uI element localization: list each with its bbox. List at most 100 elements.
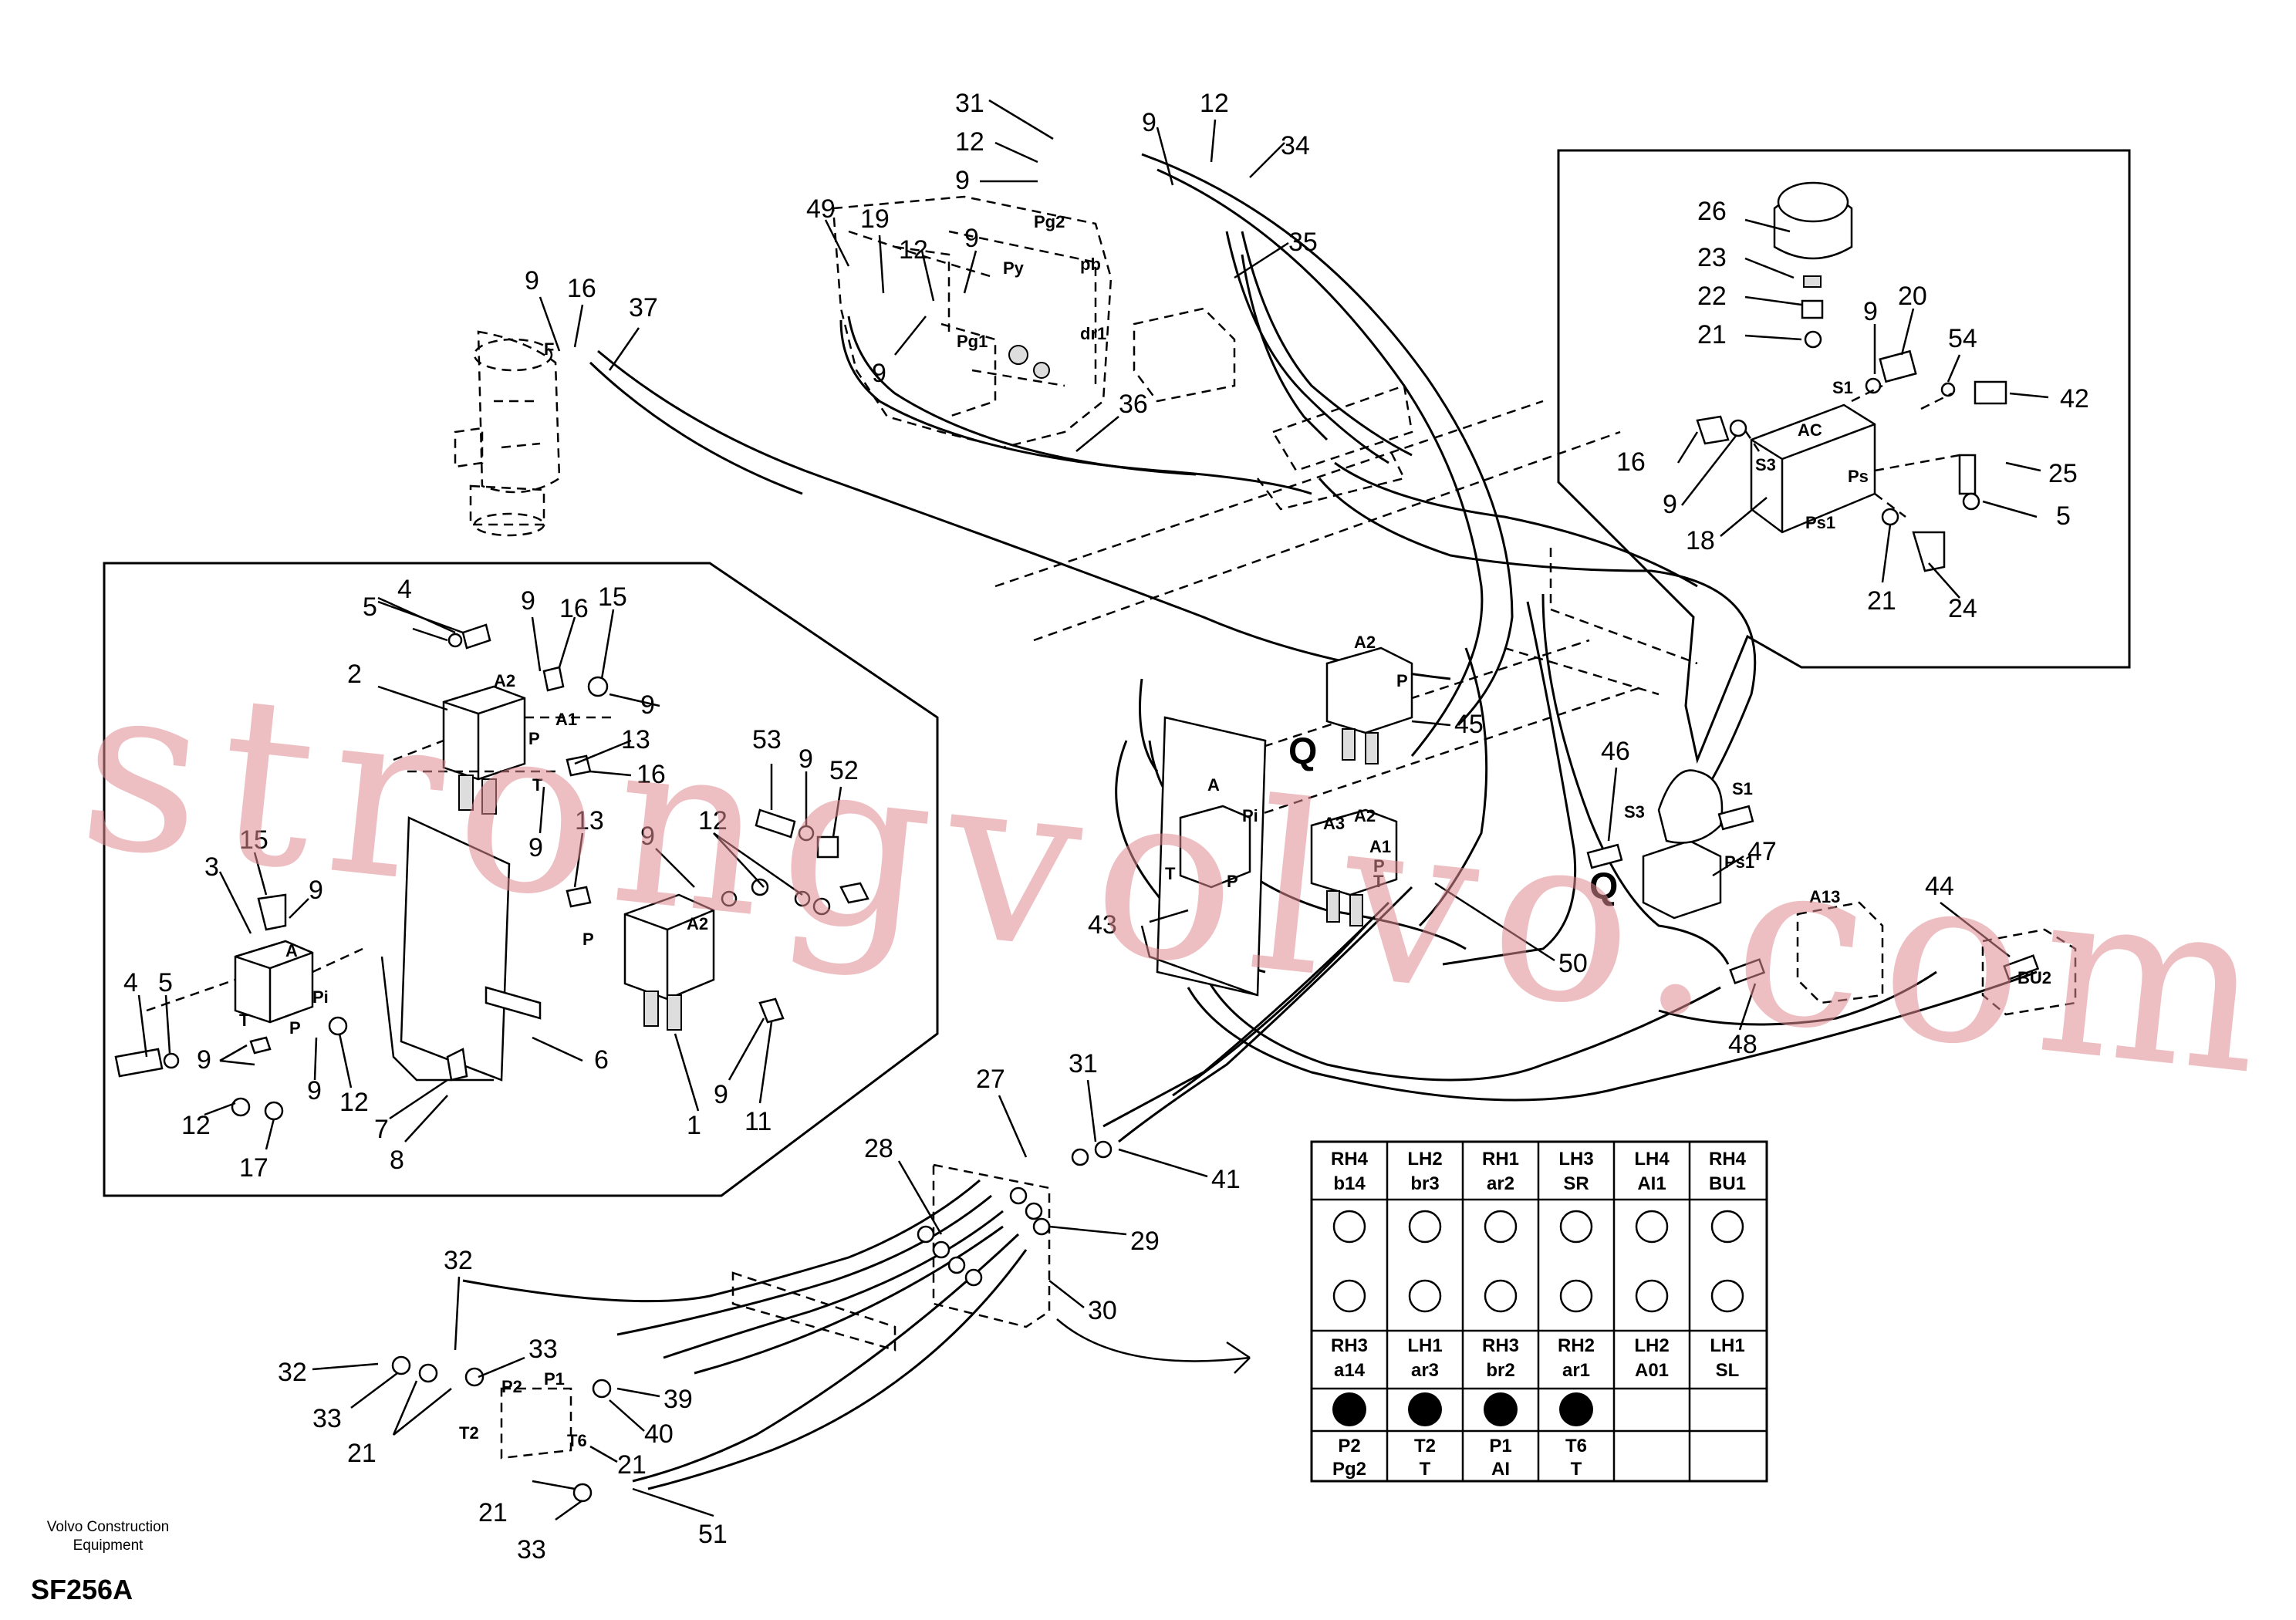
callout-16-acc: 16 [1616,447,1646,477]
callout-40: 40 [644,1419,674,1449]
callout-46: 46 [1601,737,1630,766]
table-open-circles [1332,1210,1744,1313]
table-r1c3-top: RH1 [1482,1149,1519,1169]
callout-21-acc-bottom: 21 [1867,586,1896,616]
callout-23: 23 [1697,243,1727,272]
callout-27: 27 [976,1065,1005,1094]
callout-11: 11 [745,1107,772,1136]
callout-4-block3: 4 [123,968,138,997]
callout-9-pg1-bottom: 9 [872,359,886,388]
callout-9-top: 9 [955,166,970,195]
lower-manifold [391,1140,1251,1503]
port-pi-mid: Pi [1242,806,1258,825]
callout-9-block3-lower: 9 [197,1045,211,1075]
callout-30: 30 [1088,1296,1117,1325]
port-labels: Pg2 Py pb Pg1 dr1 F S1 AC S3 Ps Ps1 A2 A… [239,212,2051,1450]
table-r5c3-top: P1 [1489,1436,1511,1456]
callout-9-53: 9 [799,744,813,774]
callout-45: 45 [1454,710,1484,739]
callout-5-block3: 5 [158,968,173,997]
table-r5c1-top: P2 [1338,1436,1360,1456]
callout-31-top: 31 [955,89,984,118]
callout-15-block3: 15 [239,825,268,855]
port-s3b: S3 [1624,802,1645,822]
table-r1c1-bottom: b14 [1333,1173,1366,1194]
callout-44: 44 [1925,872,1954,901]
callout-12-block3: 12 [339,1088,369,1117]
callout-12-top: 12 [955,127,984,157]
callout-9-f: 9 [525,266,539,295]
port-a3: A3 [1323,814,1345,833]
callout-33-mid: 33 [528,1335,558,1364]
port-t1: T [532,775,543,795]
leader-lines [137,99,2049,1521]
table-r1c5-bottom: AI1 [1637,1173,1666,1194]
port-ps: Ps [1848,467,1869,486]
callout-13-valve2: 13 [621,725,650,754]
callout-9-valve2-lower: 9 [528,833,543,862]
accumulator-detail [1696,181,2007,572]
callout-9-block3-bottom: 9 [307,1076,322,1105]
table-r5c4-bottom: T [1571,1459,1582,1480]
callout-31-lower: 31 [1069,1049,1098,1078]
callout-8: 8 [390,1146,404,1175]
detail-frame-right [1557,149,2131,764]
callout-50: 50 [1558,949,1588,978]
callout-3: 3 [204,852,219,882]
callout-21-left: 21 [347,1439,376,1468]
table-r3c1-bottom: a14 [1334,1360,1366,1381]
table-r5c3-bottom: AI [1491,1459,1510,1480]
callout-12-valve1: 12 [698,806,728,835]
callout-2: 2 [347,660,362,689]
left-top-component [454,330,561,537]
left-detail-components [114,623,869,1121]
port-p1: P [528,729,540,748]
port-pc: P [1396,671,1408,690]
port-a2d: A2 [1354,806,1376,825]
callout-12-block3-left: 12 [181,1111,211,1140]
pilot-valve-block [832,195,1236,449]
table-r1c5-top: LH4 [1634,1149,1670,1169]
table-r1c6-top: RH4 [1709,1149,1747,1169]
port-td: T [1373,872,1384,891]
port-s1b: S1 [1732,779,1753,798]
table-r5c4-top: T6 [1565,1436,1587,1456]
table-r3c6-top: LH1 [1710,1335,1744,1356]
table-r3c1-top: RH3 [1331,1335,1368,1356]
callout-16-valve2: 16 [559,594,589,623]
callout-9-valve1: 9 [640,822,655,851]
table-r3c3-top: RH3 [1482,1335,1519,1356]
port-pb: pb [1080,255,1101,274]
callout-9-pg1: 9 [964,224,979,253]
callout-7: 7 [374,1115,389,1144]
callout-22: 22 [1697,282,1727,311]
callout-12-pg1: 12 [899,235,928,265]
table-r3c2-bottom: ar3 [1411,1360,1439,1381]
callout-5-acc: 5 [2056,501,2071,531]
table-r5c1-bottom: Pg2 [1332,1459,1366,1480]
port-a-box: A [285,941,298,960]
callout-9-acc-left: 9 [1663,490,1677,519]
port-f: F [544,339,554,359]
table-r3c4-bottom: ar1 [1562,1360,1590,1381]
table-r3c4-top: RH2 [1558,1335,1595,1356]
callout-15-valve2: 15 [598,582,627,612]
table-r5c2-bottom: T [1420,1459,1431,1480]
callout-25: 25 [2048,459,2078,488]
detail-frame-left [103,562,939,1197]
callout-54: 54 [1948,324,1977,353]
callout-9-valve2-right: 9 [640,690,655,720]
callout-33-bottom: 33 [517,1535,546,1564]
callout-43: 43 [1088,910,1117,940]
port-t2: T2 [459,1423,479,1443]
callout-32-left: 32 [278,1358,307,1387]
callout-35: 35 [1288,228,1318,257]
callout-39: 39 [663,1385,693,1414]
port-a13: A13 [1809,887,1840,906]
table-r3c2-top: LH1 [1407,1335,1442,1356]
port-p-mid: P [1227,872,1238,891]
callout-32-top: 32 [444,1246,473,1275]
callout-13-valve1: 13 [575,806,604,835]
callout-49: 49 [806,194,836,224]
table-r1c2-top: LH2 [1407,1149,1442,1169]
